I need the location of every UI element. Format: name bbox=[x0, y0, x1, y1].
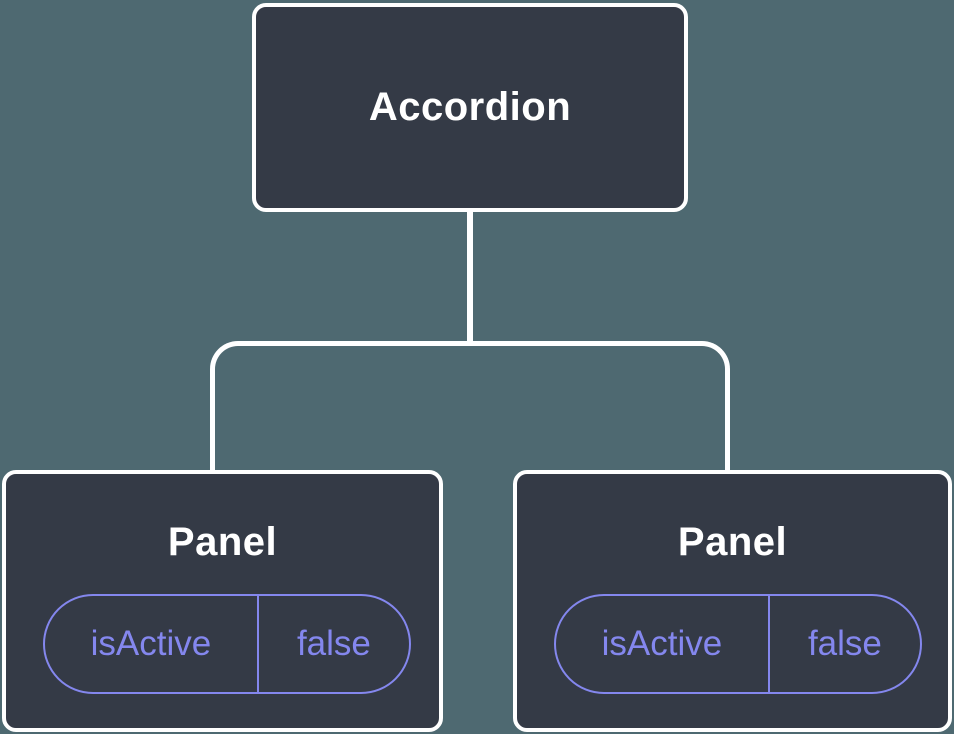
panel-node-label: Panel bbox=[167, 520, 278, 564]
connector-stem bbox=[467, 212, 473, 346]
pill-divider bbox=[256, 596, 259, 692]
state-key: isActive bbox=[90, 624, 212, 663]
accordion-node: Accordion bbox=[252, 3, 688, 212]
accordion-node-label: Accordion bbox=[368, 85, 572, 129]
state-value: false bbox=[296, 624, 371, 663]
panel-node-label: Panel bbox=[677, 520, 788, 564]
state-value: false bbox=[807, 624, 882, 663]
state-pill: isActive false bbox=[43, 594, 411, 694]
panel-node-right: Panel isActive false bbox=[513, 470, 952, 732]
connector-branch bbox=[210, 341, 730, 470]
panel-node-left: Panel isActive false bbox=[2, 470, 443, 732]
state-key: isActive bbox=[601, 624, 723, 663]
state-pill: isActive false bbox=[554, 594, 922, 694]
pill-divider bbox=[767, 596, 770, 692]
